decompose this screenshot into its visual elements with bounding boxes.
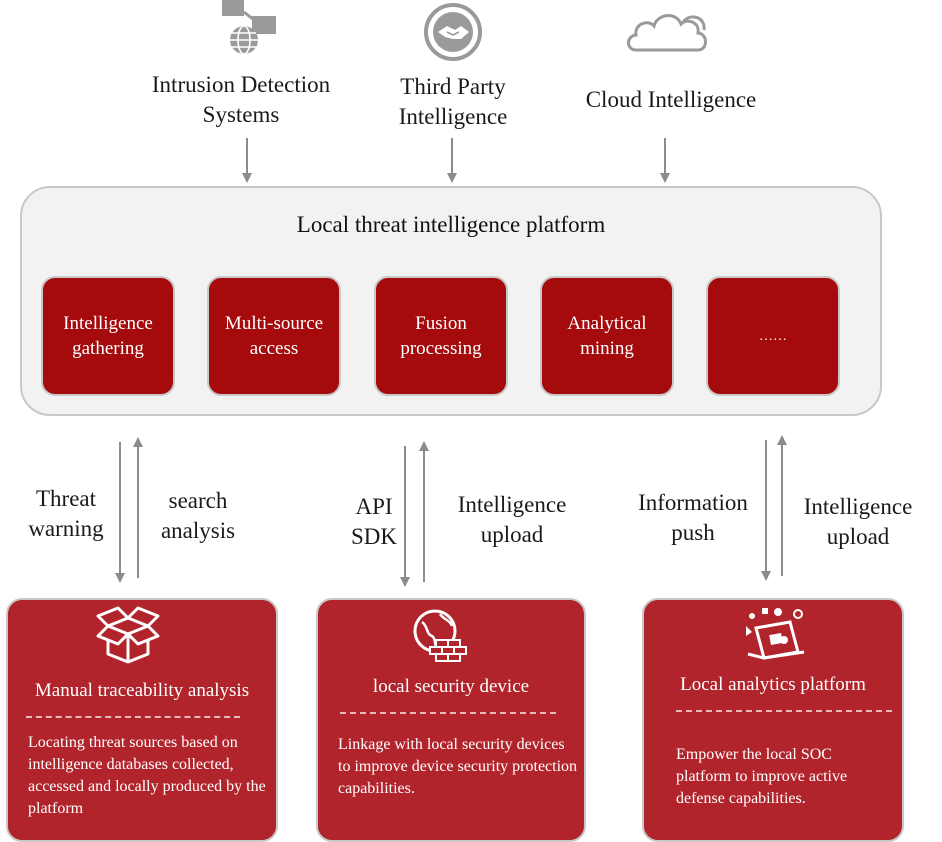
- card-description: Locating threat sources based on intelli…: [28, 734, 266, 817]
- module-label: Intelligence gathering: [63, 313, 153, 359]
- laptop-analytics-icon: [746, 608, 805, 660]
- card-divider: [26, 716, 240, 718]
- module-label: Fusion processing: [400, 313, 482, 359]
- card-manual-traceability: Manual traceability analysis Locating th…: [6, 598, 278, 842]
- flow-label-information-push: Information push: [638, 490, 748, 545]
- module-analytical-mining: Analytical mining: [540, 276, 674, 396]
- card-divider: [676, 710, 892, 712]
- flow-label-intelligence-upload-3: Intelligence upload: [803, 494, 913, 549]
- module-more: ……: [706, 276, 840, 396]
- source-label-cloud: Cloud Intelligence: [585, 87, 757, 112]
- module-intelligence-gathering: Intelligence gathering: [41, 276, 175, 396]
- flow-label-api-sdk: API SDK: [350, 494, 397, 549]
- handshake-icon: [424, 3, 482, 61]
- card-local-analytics-platform: Local analytics platform Empower the loc…: [642, 598, 904, 842]
- globe-firewall-icon: [413, 609, 467, 662]
- card-title: Local analytics platform: [680, 674, 866, 695]
- flow-label-search-analysis: search analysis: [160, 488, 236, 543]
- card-local-security-device: local security device Linkage with local…: [316, 598, 586, 842]
- flow-label-threat-warning: Threat warning: [28, 486, 104, 541]
- module-multi-source-access: Multi-source access: [207, 276, 341, 396]
- source-label-third-party: Third Party Intelligence: [398, 74, 508, 129]
- module-label: Multi-source access: [224, 313, 324, 359]
- module-label: ……: [759, 328, 787, 344]
- card-divider: [340, 712, 556, 714]
- open-box-icon: [96, 606, 160, 664]
- card-title: Manual traceability analysis: [34, 680, 250, 701]
- platform-title: Local threat intelligence platform: [296, 212, 606, 237]
- module-label: Analytical mining: [567, 313, 647, 359]
- card-description: Linkage with local security devices to i…: [338, 736, 578, 797]
- network-globe-icon: [222, 0, 276, 55]
- cloud-icon: [627, 14, 707, 52]
- flow-label-intelligence-upload-2: Intelligence upload: [457, 492, 567, 547]
- source-label-ids: Intrusion Detection Systems: [151, 72, 331, 127]
- card-description: Empower the local SOC platform to improv…: [676, 746, 848, 807]
- card-title: local security device: [372, 676, 530, 697]
- module-fusion-processing: Fusion processing: [374, 276, 508, 396]
